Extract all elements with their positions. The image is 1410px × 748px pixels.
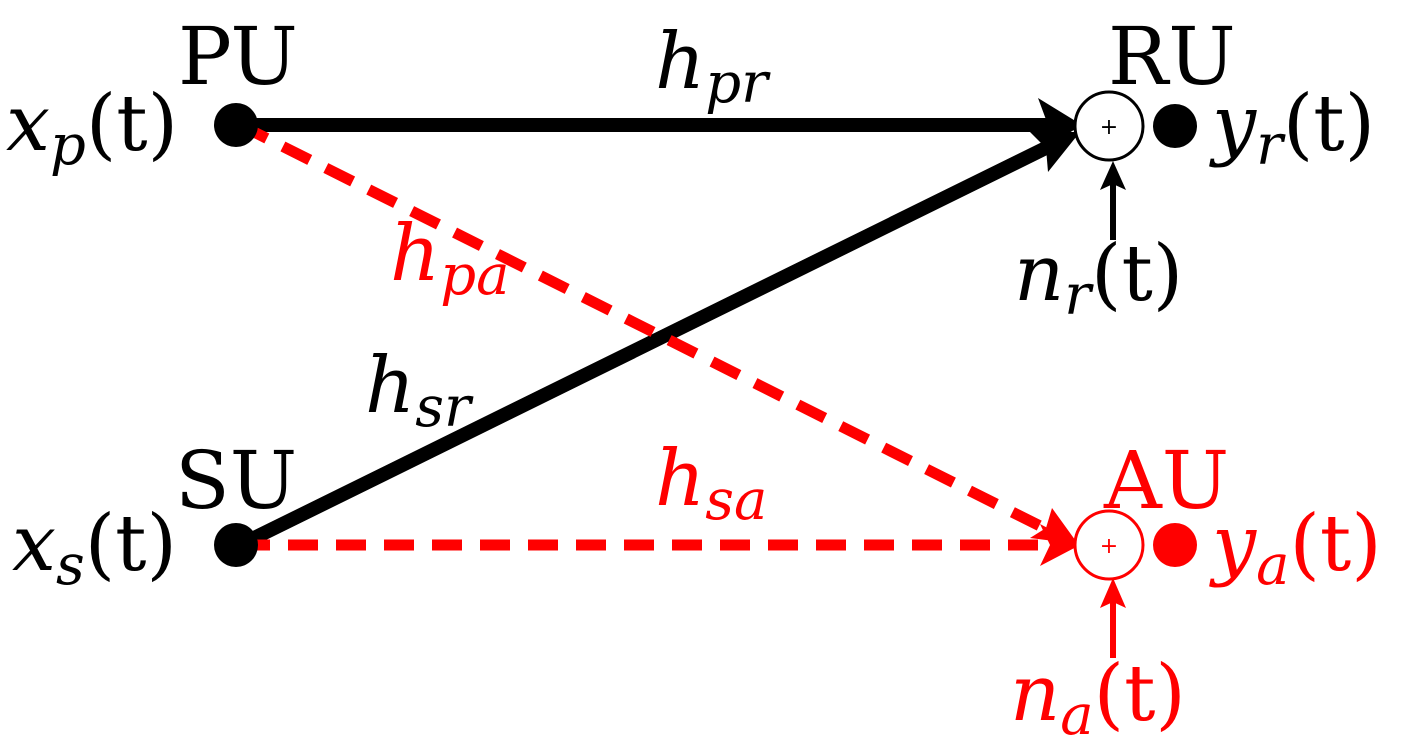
- pu-node-dot: [214, 103, 258, 147]
- link-sr-label: hsr: [365, 341, 474, 440]
- su-label: SU: [175, 434, 297, 527]
- link-sr-arrowhead: [1030, 132, 1080, 172]
- link-pa-line: [237, 120, 1061, 540]
- link-pr-label: hpr: [655, 17, 771, 116]
- au-combiner-circle: [1073, 509, 1145, 581]
- au-label: AU: [1103, 434, 1229, 527]
- link-pa-arrowhead: [1030, 508, 1078, 544]
- su-signal-label: xs(t): [12, 499, 177, 598]
- ru-output-label: yr(t): [1209, 79, 1375, 178]
- au-noise-label: na(t): [1010, 649, 1186, 748]
- link-sr-line: [236, 133, 1066, 552]
- au-output-label: ya(t): [1209, 499, 1382, 598]
- link-sa-arrowhead: [1040, 524, 1080, 566]
- ru-output-dot: [1153, 104, 1197, 148]
- au-combiner-symbol: +: [1100, 534, 1118, 559]
- ru-combiner-symbol: +: [1100, 115, 1118, 140]
- au-output-dot: [1153, 523, 1197, 567]
- su-node-dot: [214, 523, 258, 567]
- pu-signal-label: xp(t): [6, 79, 178, 178]
- ru-combiner-circle: [1073, 90, 1145, 162]
- ru-noise-arrowhead: [1100, 161, 1126, 190]
- ru-label: RU: [1108, 10, 1236, 103]
- ru-noise-label: nr(t): [1014, 229, 1183, 328]
- link-pa-label: hpa: [390, 209, 509, 308]
- au-noise-arrowhead: [1100, 578, 1126, 608]
- pu-label: PU: [178, 10, 298, 103]
- link-sa-label: hsa: [655, 434, 767, 533]
